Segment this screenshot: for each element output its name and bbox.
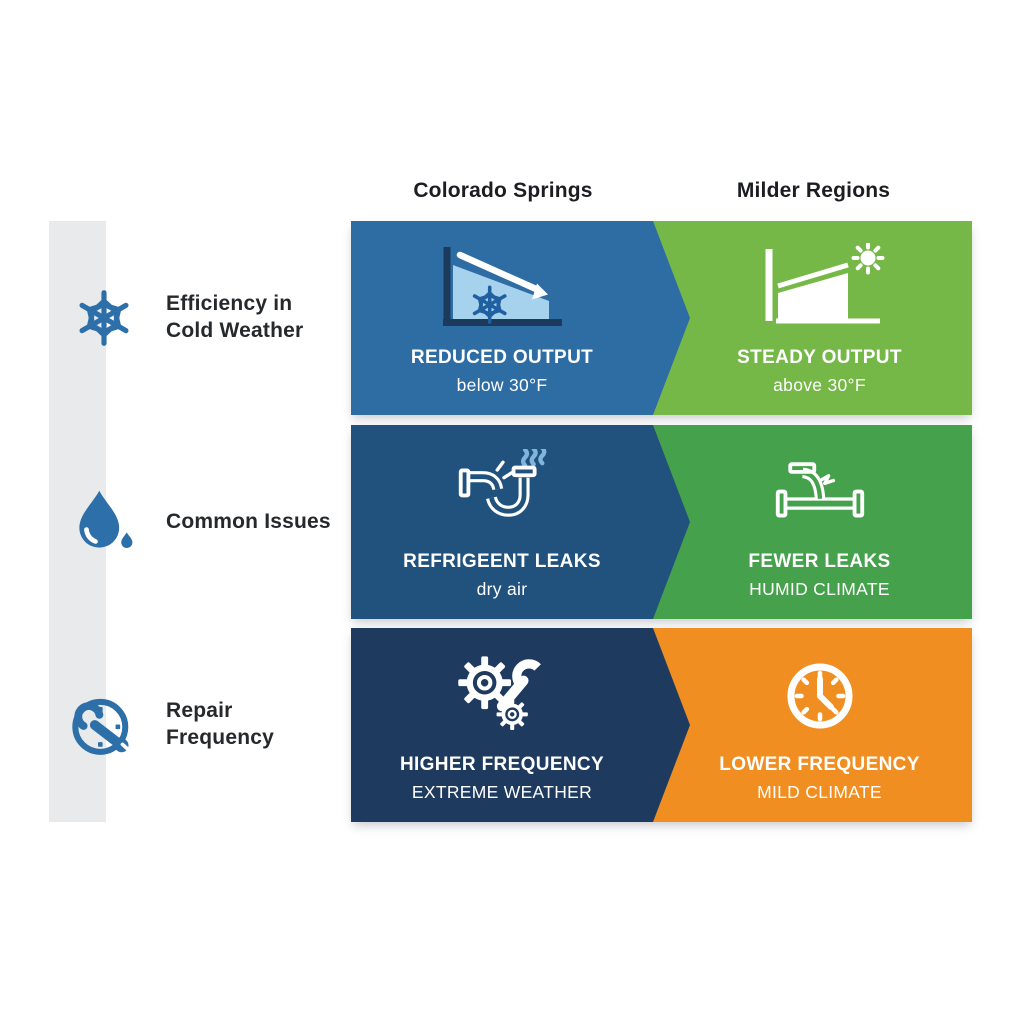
cell-milder-efficiency: STEADY OUTPUT above 30°F: [667, 221, 972, 415]
category-label: Common Issues: [166, 509, 331, 533]
comparison-row-efficiency: STEADY OUTPUT above 30°F REDUCED OUTPUT …: [351, 221, 972, 415]
cell-subtitle: below 30°F: [456, 375, 548, 395]
cell-colorado-efficiency: REDUCED OUTPUT below 30°F: [351, 221, 690, 415]
comparison-row-common-issues: FEWER LEAKS HUMID CLIMATE: [351, 425, 972, 619]
declining-output-chart-icon: [436, 240, 568, 338]
category-label: Repair Frequency: [166, 699, 274, 749]
cell-subtitle: HUMID CLIMATE: [749, 579, 890, 599]
water-drop-icon: [60, 485, 148, 559]
cell-subtitle: above 30°F: [773, 375, 866, 395]
cell-subtitle: MILD CLIMATE: [757, 782, 882, 802]
cell-title: STEADY OUTPUT: [737, 347, 902, 368]
clock-wrench-icon: [60, 688, 148, 762]
clock-icon: [778, 647, 862, 745]
snowflake-icon: [60, 288, 148, 348]
category-label: Efficiency in Cold Weather: [166, 292, 304, 342]
cell-milder-repair: LOWER FREQUENCY MILD CLIMATE: [667, 628, 972, 822]
category-common-issues: Common Issues: [60, 425, 345, 619]
column-header-milder-regions: Milder Regions: [736, 179, 891, 202]
cell-title: REDUCED OUTPUT: [410, 347, 594, 368]
cell-subtitle: EXTREME WEATHER: [411, 782, 593, 802]
gear-wrench-icon: [451, 647, 553, 745]
cell-colorado-repair: HIGHER FREQUENCY EXTREME WEATHER: [351, 628, 690, 822]
category-efficiency: Efficiency in Cold Weather: [60, 221, 345, 415]
column-header-colorado-springs: Colorado Springs: [413, 179, 593, 202]
cell-title: LOWER FREQUENCY: [719, 754, 920, 775]
broken-pipe-icon: [454, 444, 550, 542]
rising-output-chart-icon: [754, 240, 886, 338]
cell-subtitle: dry air: [476, 579, 528, 599]
comparison-row-repair-frequency: LOWER FREQUENCY MILD CLIMATE HIGHER FR: [351, 628, 972, 822]
cell-milder-issues: FEWER LEAKS HUMID CLIMATE: [667, 425, 972, 619]
cell-title: HIGHER FREQUENCY: [399, 754, 605, 775]
category-repair-frequency: Repair Frequency: [60, 628, 345, 822]
intact-pipe-icon: [772, 444, 868, 542]
cell-title: FEWER LEAKS: [748, 551, 891, 572]
cell-colorado-issues: REFRIGEENT LEAKS dry air: [351, 425, 690, 619]
cell-title: REFRIGEENT LEAKS: [403, 551, 601, 572]
